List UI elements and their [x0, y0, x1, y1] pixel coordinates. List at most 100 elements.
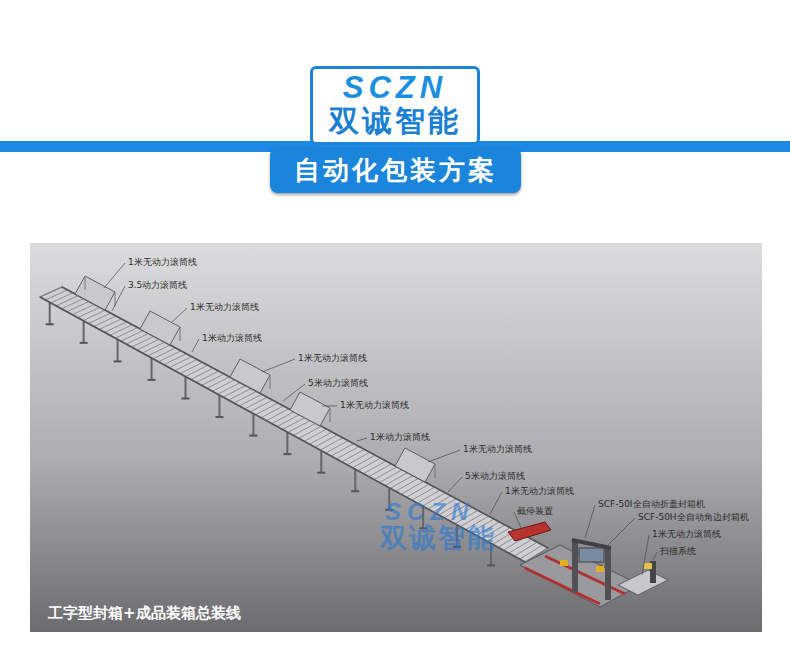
watermark: 双诚智能 [380, 522, 496, 554]
roller [83, 310, 105, 320]
roller [250, 400, 272, 412]
leader-lines [104, 263, 657, 575]
roller [51, 293, 73, 303]
roller [336, 447, 359, 459]
conveyor-foot [215, 416, 223, 418]
machine-base [520, 545, 640, 607]
conveyor-leg [83, 321, 85, 343]
conveyor-leg [354, 469, 356, 491]
side-table [230, 359, 270, 393]
leader-line [585, 505, 595, 538]
scanner-head [644, 563, 652, 569]
conveyor-legs [46, 302, 495, 565]
roller [363, 461, 386, 474]
roller [56, 296, 78, 306]
table-leg [435, 464, 436, 478]
roller [380, 470, 403, 483]
callout-label: 1米无动力滚筒线 [652, 529, 721, 540]
roller [45, 290, 67, 300]
conveyor-leg [49, 302, 51, 324]
roller [293, 423, 316, 435]
roller [385, 473, 408, 486]
leader-line [428, 450, 460, 462]
conveyor-foot [148, 379, 156, 381]
table-leg [85, 276, 86, 290]
callout-label: 1米动力滚筒线 [202, 333, 262, 344]
machine-accent [596, 566, 604, 572]
table-legs [85, 276, 435, 478]
caption: 工字型封箱+成品装箱总装线 [48, 604, 241, 622]
roller [121, 331, 143, 342]
conveyor-leg [252, 414, 254, 436]
roller [412, 487, 435, 500]
machine-frame [572, 540, 578, 592]
leader-line [608, 518, 635, 545]
roller [148, 345, 170, 356]
roller [67, 302, 89, 312]
leader-line [283, 384, 305, 401]
roller [191, 368, 213, 379]
conveyor-foot [351, 490, 359, 492]
roller [347, 452, 370, 465]
roller [245, 397, 267, 409]
leader-line [192, 339, 199, 352]
roller [175, 360, 197, 371]
callout-label: 1米无动力滚筒线 [190, 302, 259, 313]
logo-box: SCZN双诚智能 [310, 66, 480, 145]
roller [40, 287, 62, 297]
leader-line [112, 286, 125, 311]
roller [353, 455, 376, 468]
machine-head [579, 548, 604, 562]
conveyor-rollers [40, 287, 548, 562]
roller [239, 394, 261, 406]
roller [315, 435, 338, 447]
callout-label: 5米动力滚筒线 [308, 378, 368, 389]
title-text: 自动化包装方案 [294, 147, 497, 193]
roller [202, 374, 224, 385]
roller [299, 426, 322, 438]
leader-line [642, 535, 649, 575]
roller [234, 391, 256, 403]
roller [277, 415, 299, 427]
machine-frame [572, 540, 611, 548]
roller [358, 458, 381, 471]
callout-label: 1米动力滚筒线 [370, 432, 430, 443]
conveyor-leg [218, 395, 220, 417]
leader-line [357, 438, 367, 441]
roller [62, 299, 84, 309]
table-leg [330, 408, 331, 422]
roller [142, 342, 164, 353]
callout-label: 1米无动力滚筒线 [340, 400, 409, 411]
conveyor-foot [80, 342, 88, 344]
callout-label: 1米无动力滚筒线 [128, 257, 197, 268]
roller [153, 348, 175, 359]
roller [78, 307, 100, 317]
roller [164, 354, 186, 365]
roller [331, 444, 354, 456]
roller [390, 476, 413, 489]
roller [229, 389, 251, 401]
machine-rail [525, 568, 600, 604]
roller [396, 478, 419, 491]
callout-label: 1米无动力滚筒线 [505, 486, 574, 497]
table-leg [180, 327, 181, 341]
conveyor-foot [317, 472, 325, 474]
conveyor-leg [151, 358, 153, 380]
roller [186, 365, 208, 376]
roller [207, 377, 229, 388]
machine-accent [560, 560, 568, 566]
conveyor-foot [283, 453, 291, 455]
roller [89, 313, 111, 323]
conveyor-leg [117, 339, 119, 361]
roller [320, 438, 343, 450]
watermark: SCZN [385, 500, 474, 524]
roller [212, 380, 234, 391]
roller [326, 441, 349, 453]
table-leg [270, 375, 271, 389]
roller [401, 481, 424, 494]
roller [180, 362, 202, 373]
callout-label: 1米无动力滚筒线 [298, 353, 367, 364]
logo-name: 双诚智能 [329, 104, 461, 137]
callout-label: 扫描系统 [660, 546, 696, 557]
